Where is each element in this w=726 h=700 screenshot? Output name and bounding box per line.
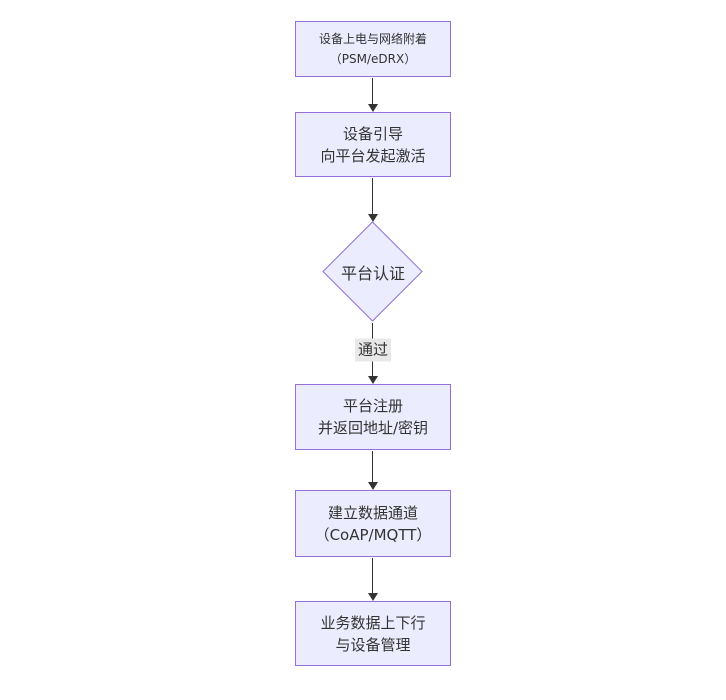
arrowhead-down-icon xyxy=(368,482,378,490)
node-data-channel: 建立数据通道 （CoAP/MQTT） xyxy=(295,490,451,557)
node-power-network-attach: 设备上电与网络附着 （PSM/eDRX） xyxy=(295,21,451,77)
edge-line-5 xyxy=(372,558,373,594)
node-platform-auth: 平台认证 xyxy=(322,221,423,322)
arrowhead-down-icon xyxy=(368,104,378,112)
node-label-line: （CoAP/MQTT） xyxy=(314,525,432,544)
node-label-line: 平台注册 xyxy=(342,397,403,415)
edge-line-1 xyxy=(372,78,373,104)
node-label-line: 设备上电与网络附着 xyxy=(318,32,427,46)
node-label-line: 设备引导 xyxy=(342,124,403,143)
node-label-line: 建立数据通道 xyxy=(327,503,418,522)
node-platform-register: 平台注册 并返回地址/密钥 xyxy=(295,384,451,450)
node-label-line: 并返回地址/密钥 xyxy=(317,419,429,437)
edge-label-pass: 通过 xyxy=(354,338,392,362)
node-business-data: 业务数据上下行 与设备管理 xyxy=(295,601,451,666)
edge-line-2 xyxy=(372,178,373,215)
arrowhead-down-icon xyxy=(368,376,378,384)
node-label-line: 向平台发起激活 xyxy=(320,146,426,165)
node-label-line: 与设备管理 xyxy=(335,635,411,654)
node-label: 平台认证 xyxy=(340,264,405,283)
node-label-line: 业务数据上下行 xyxy=(320,613,426,632)
node-label-line: （PSM/eDRX） xyxy=(329,52,417,66)
arrowhead-down-icon xyxy=(368,214,378,222)
arrowhead-down-icon xyxy=(368,593,378,601)
node-device-bootstrap: 设备引导 向平台发起激活 xyxy=(295,112,451,177)
edge-line-4 xyxy=(372,451,373,483)
